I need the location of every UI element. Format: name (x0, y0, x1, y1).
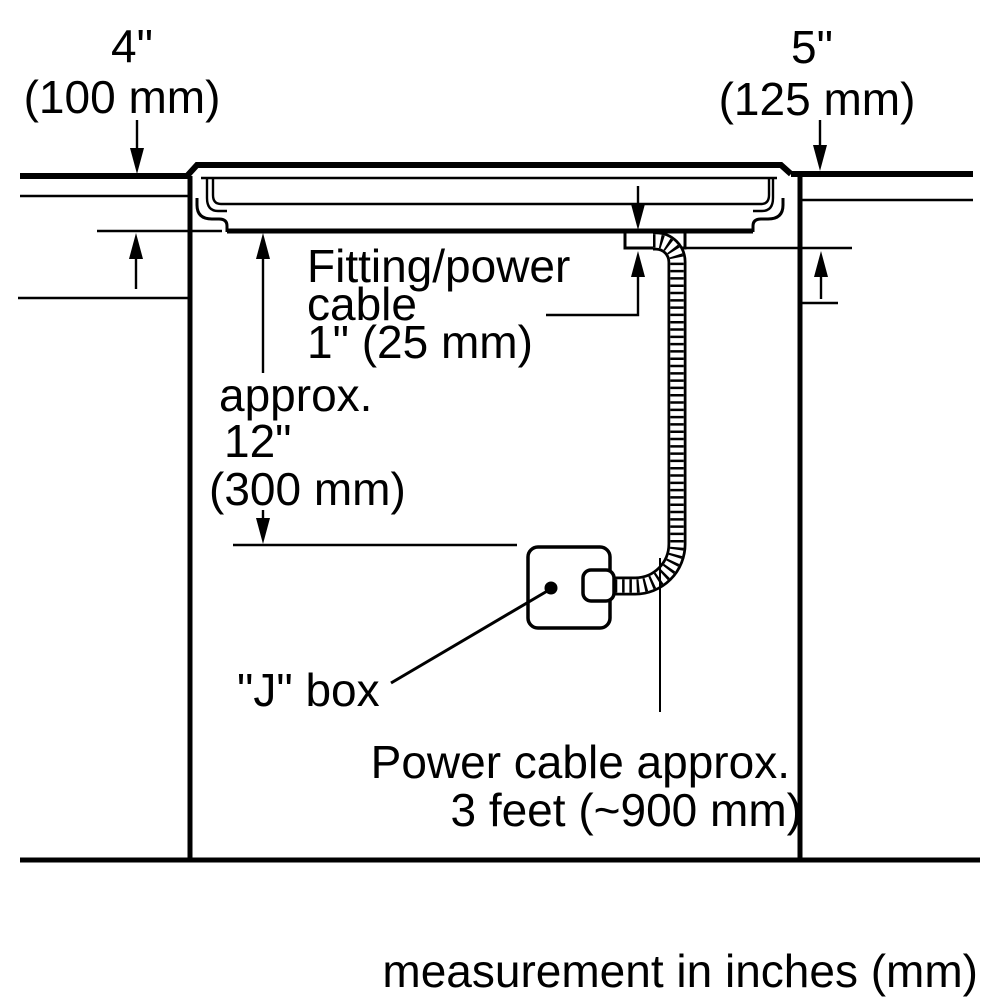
conduit-interior (609, 234, 684, 593)
label-5in: 5" (791, 21, 833, 73)
jbox-leader (390, 581, 558, 685)
label-4in: 4" (111, 20, 153, 72)
conduit-corrugation (609, 234, 684, 593)
label-125mm: (125 mm) (719, 73, 916, 125)
label-power-cable-line2: 3 feet (~900 mm) (450, 784, 802, 836)
cooktop-molding-right-inner (753, 197, 775, 213)
arrow-head (814, 251, 828, 277)
label-approx: approx. (219, 369, 372, 421)
arrow-head (129, 233, 143, 259)
label-12in: 12" (224, 415, 292, 467)
arrow-head (631, 251, 645, 277)
cooktop-molding-left-inner (205, 197, 227, 213)
jbox-leader-dot (544, 581, 558, 595)
arrow-fitting-top-down (631, 186, 645, 230)
label-power-cable-line1: Power cable approx. (371, 736, 790, 788)
arrow-5in-down (813, 120, 827, 171)
arrow-right-clearance-up (814, 251, 828, 299)
cooktop-assembly (184, 162, 794, 234)
label-fitting-line1: Fitting/power (307, 240, 570, 292)
arrow-4in-down (130, 120, 144, 174)
arrow-12in-down (256, 510, 270, 544)
label-fitting-line3: 1" (25 mm) (307, 316, 533, 368)
conduit-outline (609, 231, 687, 596)
arrow-left-clearance-up (129, 233, 143, 289)
arrow-head (256, 233, 270, 259)
cooktop-rim (184, 162, 794, 179)
label-jbox: "J" box (237, 664, 380, 716)
label-100mm: (100 mm) (24, 71, 221, 123)
leader-line (546, 275, 640, 317)
arrow-head (631, 204, 645, 230)
label-300mm: (300 mm) (209, 463, 406, 515)
arrow-12in-up (256, 233, 270, 373)
cooktop-molding-right-outer (751, 198, 785, 232)
cooktop-tub-bottom (211, 178, 771, 206)
cabinet (20, 173, 980, 863)
fitting-label-leader-arrow (546, 251, 645, 317)
arrow-head (256, 518, 270, 544)
arrow-head (130, 148, 144, 174)
cooktop-molding-left-outer (195, 198, 229, 232)
jbox-leader-line (390, 588, 550, 685)
countertop (20, 171, 973, 202)
label-fitting-line2: cable (307, 278, 417, 330)
junction-box-cable-tab (581, 568, 616, 603)
caption-units: measurement in inches (mm) (382, 945, 978, 997)
arrow-head (813, 145, 827, 171)
power-cable-conduit (609, 231, 687, 596)
reference-lines (18, 229, 852, 547)
